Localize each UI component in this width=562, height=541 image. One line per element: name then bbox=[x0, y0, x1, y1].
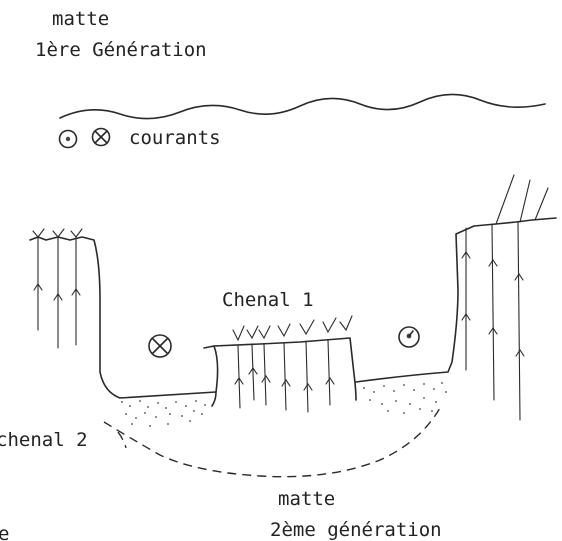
bottom-label-matte: matte bbox=[278, 488, 335, 510]
top-label-matte: matte bbox=[52, 8, 109, 30]
bottom-label-generation: 2ème génération bbox=[270, 519, 442, 541]
sand-deposit-right bbox=[363, 382, 447, 414]
circle-cross-icon-left bbox=[149, 335, 171, 357]
edge-text-fragment: e bbox=[0, 523, 9, 541]
channel2-pointer bbox=[118, 432, 126, 448]
circle-dot-icon bbox=[60, 131, 77, 148]
circle-cross-icon bbox=[93, 129, 110, 146]
water-surface-line bbox=[60, 94, 545, 118]
top-label-generation: 1ère Génération bbox=[35, 39, 207, 61]
central-mound bbox=[204, 316, 356, 412]
channel1-label: Chenal 1 bbox=[222, 289, 314, 311]
circle-dot-icon-right bbox=[399, 327, 419, 347]
channel2-label: chenal 2 bbox=[0, 429, 88, 451]
sand-deposit-left bbox=[121, 400, 206, 427]
currents-label: courants bbox=[129, 127, 221, 149]
left-bank bbox=[30, 229, 216, 398]
right-bank bbox=[356, 175, 556, 420]
second-generation-boundary bbox=[104, 408, 440, 477]
